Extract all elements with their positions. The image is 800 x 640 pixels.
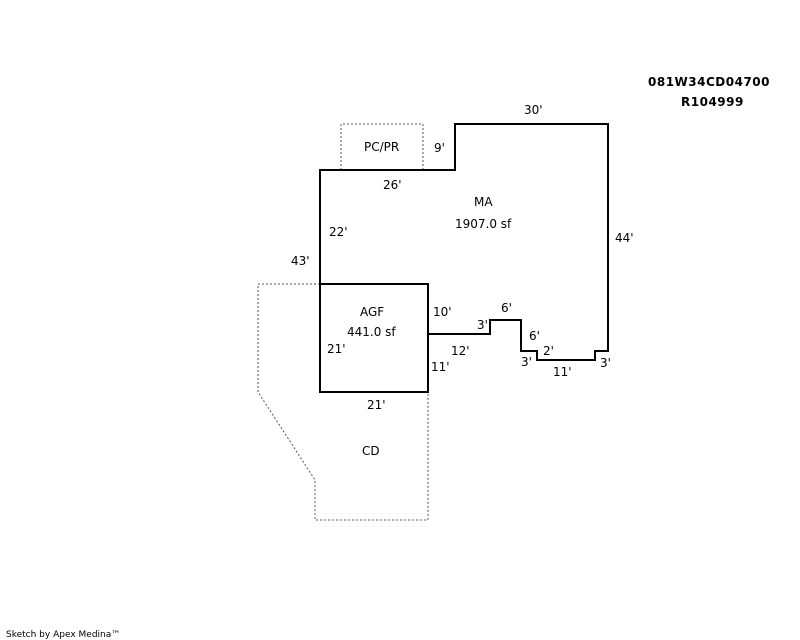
dim-notch-d: 3' (521, 355, 532, 369)
account-number: R104999 (681, 95, 744, 109)
dim-porch: 26' (383, 178, 402, 192)
dim-agf-bottom: 21' (367, 398, 386, 412)
dim-bottom: 11' (553, 365, 572, 379)
dim-right-step: 3' (600, 356, 611, 370)
dim-agf-left: 21' (327, 342, 346, 356)
dim-notch-e: 2' (543, 344, 554, 358)
dim-step: 9' (434, 141, 445, 155)
sketch-credit: Sketch by Apex Medina™ (6, 630, 120, 640)
dim-left-upper: 22' (329, 225, 348, 239)
agf-outline (319, 283, 429, 393)
dim-notch-b: 6' (501, 301, 512, 315)
dim-agf-top: 10' (433, 305, 452, 319)
dim-top: 30' (524, 103, 543, 117)
parcel-id: 081W34CD04700 (648, 75, 770, 89)
agf-area: 441.0 sf (347, 325, 396, 339)
cd-label: CD (362, 444, 380, 458)
dim-notch-c: 6' (529, 329, 540, 343)
agf-label: AGF (360, 305, 384, 319)
dim-right: 44' (615, 231, 634, 245)
dim-left-total: 43' (291, 254, 310, 268)
ma-label: MA (474, 195, 493, 209)
cd-outline (257, 283, 429, 521)
dim-agf-right: 11' (431, 360, 450, 374)
pcpr-label: PC/PR (364, 140, 399, 154)
ma-area: 1907.0 sf (455, 217, 512, 231)
dim-notch-a: 3' (477, 318, 488, 332)
dim-run: 12' (451, 344, 470, 358)
